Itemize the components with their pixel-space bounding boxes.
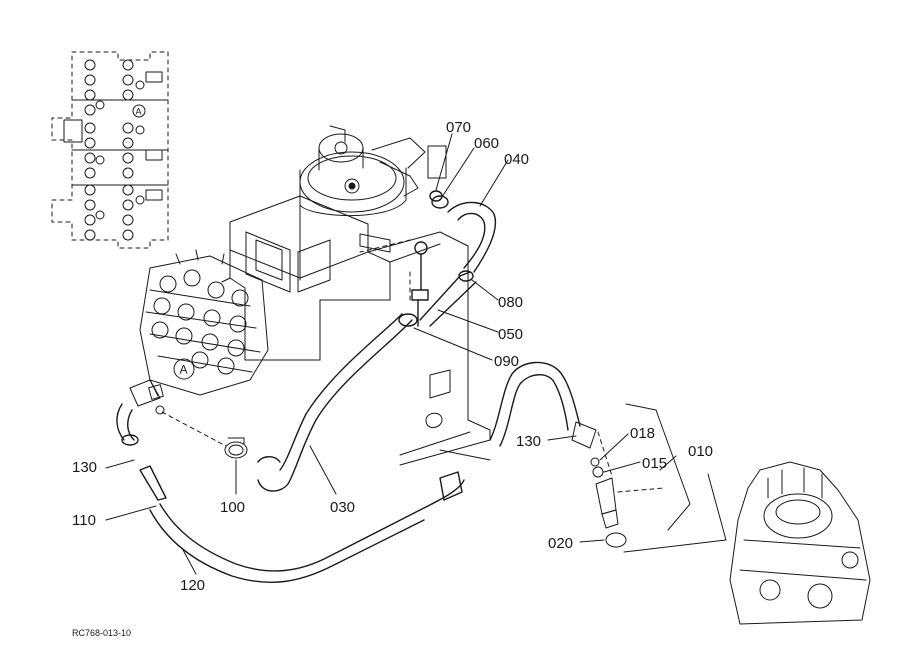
callout-020: 020 — [548, 535, 573, 552]
valve-elbow-fitting — [129, 379, 165, 415]
hydraulic-tank — [221, 195, 491, 466]
hose-040 — [429, 190, 496, 273]
callout-018: 018 — [630, 425, 655, 442]
valve-view-marker-label: A — [180, 363, 188, 377]
callout-120: 120 — [180, 577, 205, 594]
callout-015: 015 — [642, 455, 667, 472]
valve-view-marker — [173, 358, 195, 380]
assembly-010-bracket — [623, 403, 727, 553]
inset-port-circles — [84, 59, 145, 241]
control-valve-bank — [139, 249, 269, 396]
callout-050: 050 — [498, 326, 523, 343]
hose-120 — [149, 471, 465, 584]
tank-cap-assembly — [299, 125, 447, 217]
pump-assembly — [729, 461, 871, 625]
hose-110 — [116, 403, 167, 501]
dashed-guides — [161, 239, 665, 493]
callout-040: 040 — [504, 151, 529, 168]
drawing-code: RC768-013-10 — [72, 628, 131, 638]
callout-090: 090 — [494, 353, 519, 370]
callout-130-left: 130 — [72, 459, 97, 476]
hose-return — [489, 361, 581, 447]
right-fitting-stack — [571, 421, 627, 548]
hose-030 — [257, 313, 418, 492]
inset-view-marker — [132, 104, 146, 118]
clamp-100 — [224, 437, 248, 459]
callout-030: 030 — [330, 499, 355, 516]
pipe-050 — [411, 241, 477, 327]
callout-130-right: 130 — [516, 433, 541, 450]
callout-060: 060 — [474, 135, 499, 152]
callout-070: 070 — [446, 119, 471, 136]
callout-110: 110 — [72, 512, 96, 529]
callout-010: 010 — [688, 443, 713, 460]
leader-lines — [105, 133, 677, 575]
inset-valve-view — [51, 51, 169, 249]
callout-080: 080 — [498, 294, 523, 311]
inset-view-marker-label: A — [136, 107, 142, 117]
callout-100: 100 — [220, 499, 245, 516]
